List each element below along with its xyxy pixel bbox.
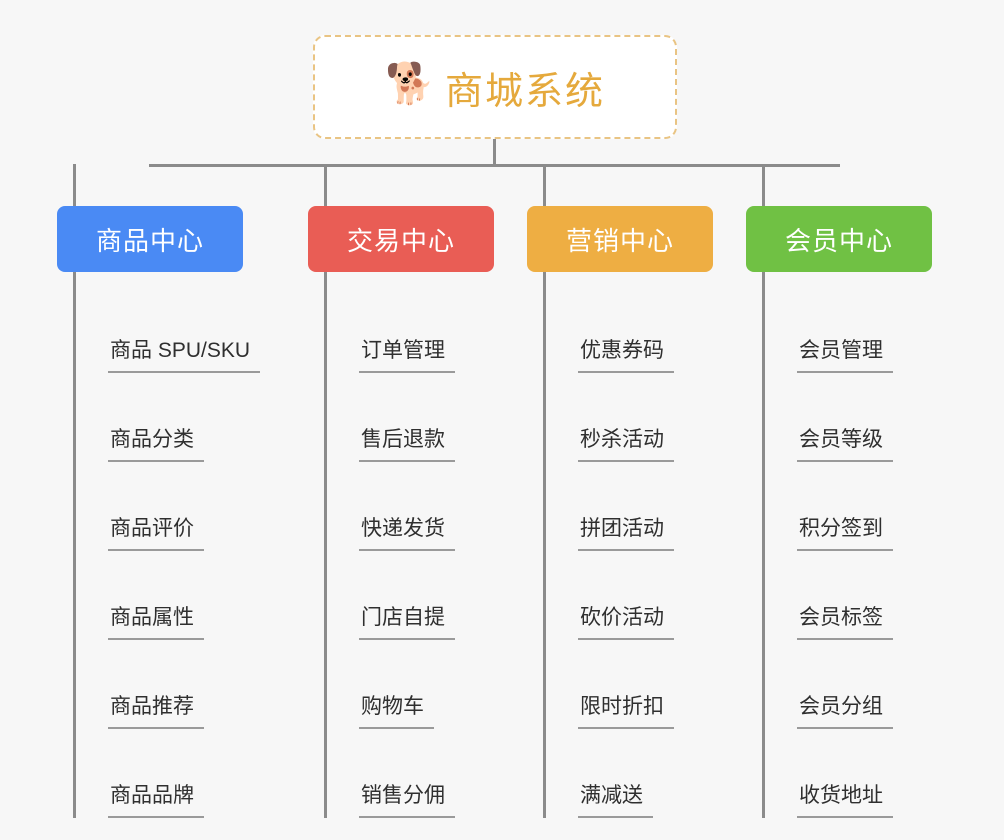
leaf-item-label: 会员分组: [797, 690, 893, 729]
branch-column-marketing-center: 营销中心优惠券码秒杀活动拼团活动砍价活动限时折扣满减送: [527, 164, 713, 818]
leaf-item[interactable]: 门店自提: [327, 551, 494, 640]
leaf-item[interactable]: 优惠券码: [546, 284, 713, 373]
leaf-list-marketing-center: 优惠券码秒杀活动拼团活动砍价活动限时折扣满减送: [543, 272, 713, 818]
leaf-item-label: 商品品牌: [108, 779, 204, 818]
branch-header-member-center[interactable]: 会员中心: [746, 206, 932, 272]
leaf-item-label: 限时折扣: [578, 690, 674, 729]
leaf-item-label: 销售分佣: [359, 779, 455, 818]
leaf-item[interactable]: 商品属性: [76, 551, 260, 640]
leaf-item-label: 快递发货: [359, 512, 455, 551]
leaf-list-trade-center: 订单管理售后退款快递发货门店自提购物车销售分佣: [324, 272, 494, 818]
branch-column-trade-center: 交易中心订单管理售后退款快递发货门店自提购物车销售分佣: [308, 164, 494, 818]
leaf-item-label: 商品评价: [108, 512, 204, 551]
leaf-item-label: 会员标签: [797, 601, 893, 640]
root-node[interactable]: 🐕 商城系统: [313, 35, 677, 139]
branch-header-product-center[interactable]: 商品中心: [57, 206, 243, 272]
leaf-list-member-center: 会员管理会员等级积分签到会员标签会员分组收货地址: [762, 272, 932, 818]
leaf-item-label: 订单管理: [359, 334, 455, 373]
leaf-item[interactable]: 商品评价: [76, 462, 260, 551]
leaf-item[interactable]: 会员管理: [765, 284, 932, 373]
leaf-item-label: 商品分类: [108, 423, 204, 462]
leaf-item-label: 商品 SPU/SKU: [108, 334, 261, 373]
leaf-item-label: 砍价活动: [578, 601, 674, 640]
branch-header-marketing-center[interactable]: 营销中心: [527, 206, 713, 272]
shiba-dog-face-icon: 🐕: [384, 62, 435, 106]
branch-column-member-center: 会员中心会员管理会员等级积分签到会员标签会员分组收货地址: [746, 164, 932, 818]
leaf-item[interactable]: 快递发货: [327, 462, 494, 551]
leaf-item-label: 购物车: [359, 690, 434, 729]
leaf-item-label: 秒杀活动: [578, 423, 674, 462]
leaf-item[interactable]: 订单管理: [327, 284, 494, 373]
branch-header-trade-center[interactable]: 交易中心: [308, 206, 494, 272]
leaf-item[interactable]: 满减送: [546, 729, 713, 818]
leaf-item[interactable]: 砍价活动: [546, 551, 713, 640]
leaf-list-product-center: 商品 SPU/SKU 商品分类商品评价商品属性商品推荐商品品牌: [73, 272, 261, 818]
leaf-item-label: 积分签到: [797, 512, 893, 551]
branch-drop-line-marketing-center: [543, 164, 546, 206]
leaf-item[interactable]: 拼团活动: [546, 462, 713, 551]
leaf-item[interactable]: 商品品牌: [76, 729, 260, 818]
leaf-item[interactable]: 商品 SPU/SKU: [76, 284, 261, 373]
leaf-item-label: 售后退款: [359, 423, 455, 462]
leaf-item[interactable]: 会员分组: [765, 640, 932, 729]
trunk-bar-line: [149, 164, 840, 167]
root-stem-line: [493, 139, 496, 166]
leaf-item[interactable]: 积分签到: [765, 462, 932, 551]
leaf-item[interactable]: 销售分佣: [327, 729, 494, 818]
branch-column-product-center: 商品中心商品 SPU/SKU 商品分类商品评价商品属性商品推荐商品品牌: [57, 164, 261, 818]
leaf-item-label: 收货地址: [797, 779, 893, 818]
leaf-item[interactable]: 商品分类: [76, 373, 260, 462]
leaf-item[interactable]: 会员等级: [765, 373, 932, 462]
leaf-item[interactable]: 售后退款: [327, 373, 494, 462]
branch-drop-line-trade-center: [324, 164, 327, 206]
root-title: 商城系统: [444, 70, 605, 113]
leaf-item[interactable]: 会员标签: [765, 551, 932, 640]
leaf-item-label: 商品推荐: [108, 690, 204, 729]
leaf-item-label: 会员等级: [797, 423, 893, 462]
branch-drop-line-product-center: [73, 164, 76, 206]
leaf-item-label: 满减送: [578, 779, 653, 818]
leaf-item[interactable]: 秒杀活动: [546, 373, 713, 462]
branch-drop-line-member-center: [762, 164, 765, 206]
leaf-item-label: 拼团活动: [578, 512, 674, 551]
leaf-item[interactable]: 收货地址: [765, 729, 932, 818]
leaf-item-label: 优惠券码: [578, 334, 674, 373]
leaf-item[interactable]: 商品推荐: [76, 640, 260, 729]
leaf-item-label: 商品属性: [108, 601, 204, 640]
leaf-item-label: 会员管理: [797, 334, 893, 373]
leaf-item[interactable]: 购物车: [327, 640, 494, 729]
leaf-item[interactable]: 限时折扣: [546, 640, 713, 729]
leaf-item-label: 门店自提: [359, 601, 455, 640]
